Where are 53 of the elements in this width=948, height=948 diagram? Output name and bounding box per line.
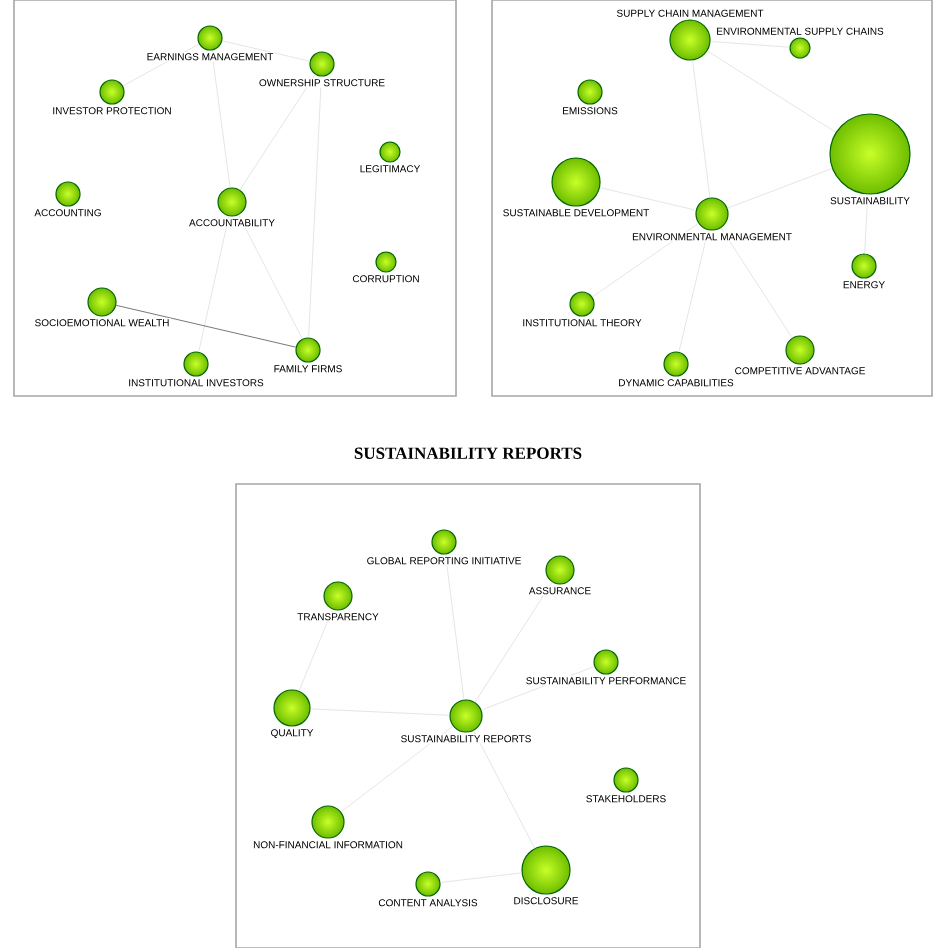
keyword-bubble	[829, 113, 911, 195]
keyword-bubble	[577, 79, 603, 105]
edge-line	[239, 74, 316, 191]
edge-line	[599, 187, 697, 211]
panel-frame	[491, 0, 933, 397]
keyword-bubble	[663, 351, 689, 377]
keyword-bubble	[87, 287, 117, 317]
keyword-bubble	[99, 79, 125, 105]
edge-line	[211, 50, 231, 188]
keyword-bubble	[593, 649, 619, 675]
keyword-bubble	[379, 141, 401, 163]
keyword-bubble	[217, 187, 247, 217]
keyword-bubble	[789, 37, 811, 59]
edge-line	[727, 168, 833, 209]
keyword-bubble	[669, 19, 711, 61]
keyword-bubble	[695, 197, 729, 231]
keyword-bubble	[851, 253, 877, 279]
keyword-bubble	[311, 805, 345, 839]
edge-line	[115, 304, 297, 348]
keyword-bubble	[431, 529, 457, 555]
keyword-bubble	[273, 689, 311, 727]
keyword-bubble	[415, 871, 441, 897]
keyword-bubble	[295, 337, 321, 363]
keyword-bubble	[521, 845, 571, 895]
keyword-bubble	[569, 291, 595, 317]
edge-line	[308, 76, 322, 338]
keyword-bubble	[183, 351, 209, 377]
panel-frame	[13, 0, 457, 397]
keyword-bubble	[197, 25, 223, 51]
edge-line	[238, 214, 303, 340]
keyword-bubble	[613, 767, 639, 793]
edge-line	[198, 215, 230, 353]
edge-line	[473, 730, 536, 849]
keyword-bubble	[449, 699, 483, 733]
keyword-bubble	[545, 555, 575, 585]
edge-line	[720, 227, 793, 339]
keyword-bubble	[323, 581, 353, 611]
edge-line	[692, 60, 711, 198]
edge-line	[591, 223, 699, 298]
edge-line	[440, 872, 522, 883]
node-label: SUSTAINABILITY REPORTS	[354, 447, 582, 459]
keyword-bubble	[55, 181, 81, 207]
keyword-bubble	[375, 251, 397, 273]
edge-line	[678, 229, 709, 353]
edge-line	[298, 609, 333, 692]
keyword-bubble	[309, 51, 335, 77]
keyword-bubble	[551, 157, 601, 207]
edge-line	[474, 581, 553, 703]
edge-line	[340, 725, 454, 813]
edge-line	[221, 40, 311, 62]
keyword-bubble	[785, 335, 815, 365]
edge-line	[445, 554, 465, 700]
edge-line	[707, 50, 837, 133]
